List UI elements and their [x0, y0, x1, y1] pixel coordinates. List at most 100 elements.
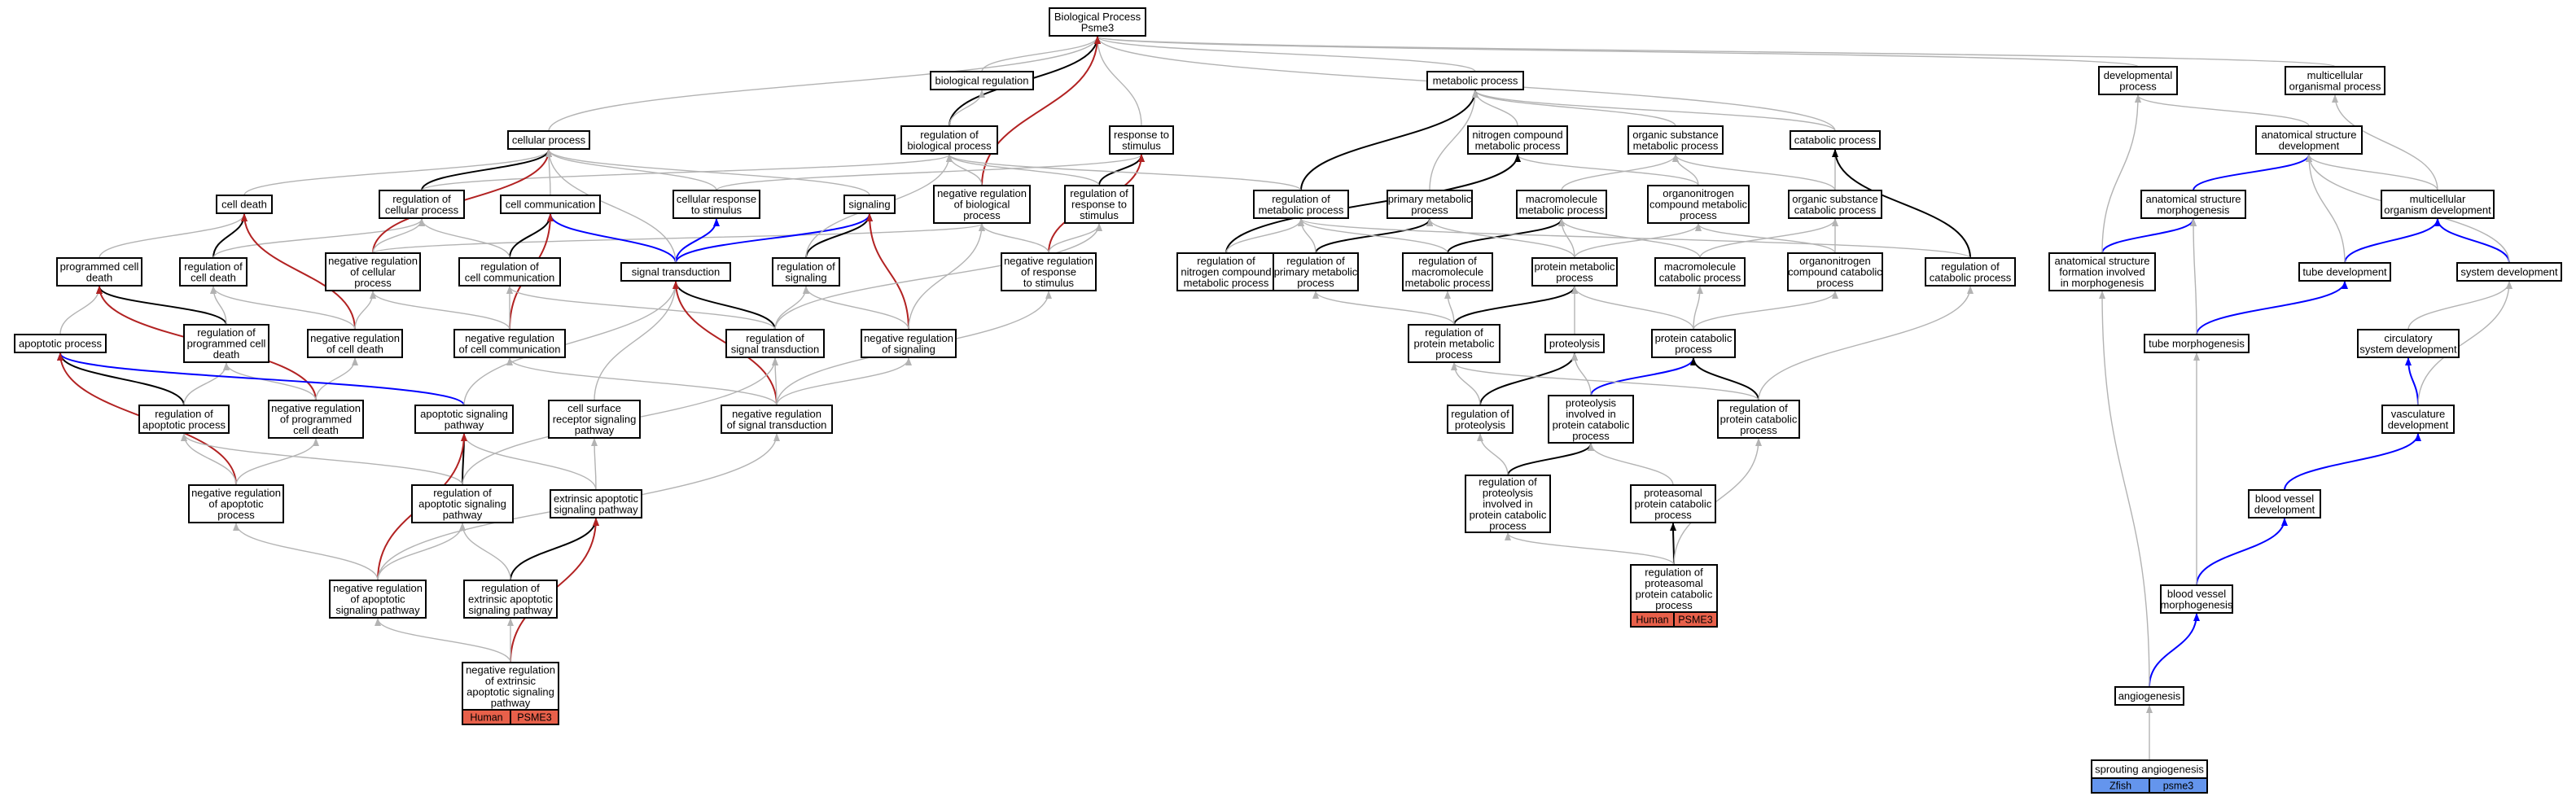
go-term-signaling[interactable]: signaling: [843, 195, 896, 214]
go-term-label-line: death: [86, 271, 113, 283]
go-term-cell-communication[interactable]: cell communication: [500, 195, 601, 214]
go-term-label-line: negative regulation: [191, 487, 281, 499]
go-term-label-line: signaling: [848, 199, 890, 211]
go-term-label-line: to stimulus: [1023, 277, 1075, 289]
edge-cell-surface-receptor-signaling-pathway-to-signal-transduction: [594, 281, 679, 401]
go-term-metabolic-process[interactable]: metabolic process: [1426, 71, 1524, 90]
edge-regulation-of-macromolecule-metabolic-process-to-regulation-of-metabolic-process: [1298, 218, 1448, 254]
go-term-angiogenesis[interactable]: angiogenesis: [2114, 686, 2184, 706]
go-term-label-line: apoptotic process: [19, 338, 102, 350]
tag-label: Zfish: [2109, 781, 2131, 792]
go-term-cellular-process[interactable]: cellular process: [507, 130, 590, 150]
tag-label: PSME3: [1678, 615, 1712, 626]
go-term-proteolysis[interactable]: proteolysis: [1544, 334, 1605, 353]
go-term-label-line: programmed cell: [60, 260, 139, 273]
go-term-box: [1544, 334, 1605, 353]
go-term-label-line: formation involved: [2059, 266, 2145, 278]
go-term-tube-development[interactable]: tube development: [2298, 262, 2391, 282]
go-term-cell-death[interactable]: cell death: [216, 195, 273, 214]
go-term-label-line: compound metabolic: [1649, 199, 1747, 211]
go-term-box: [1628, 125, 1724, 155]
edge-regulation-of-primary-metabolic-process-to-regulation-of-metabolic-process: [1298, 218, 1316, 254]
edge-negative-regulation-of-signaling-to-negative-regulation-of-biological-process: [908, 223, 985, 330]
go-term-catabolic-process[interactable]: catabolic process: [1790, 130, 1881, 150]
go-term-system-development[interactable]: system development: [2456, 262, 2562, 282]
go-term-apoptotic-process[interactable]: apoptotic process: [14, 334, 107, 353]
go-term-signal-transduction[interactable]: signal transduction: [620, 262, 731, 282]
go-term-label-line: protein catabolic: [1553, 418, 1630, 431]
go-term-box: [1717, 400, 1800, 439]
edge-system-development-to-multicellular-organism-development: [2434, 218, 2510, 264]
edge-tube-development-to-anatomical-structure-development: [2306, 154, 2346, 264]
edge-regulation-of-cellular-process-to-cellular-process: [421, 149, 552, 191]
go-term-label-line: apoptotic signaling: [467, 685, 554, 698]
go-term-tube-morphogenesis[interactable]: tube morphogenesis: [2144, 334, 2250, 353]
go-term-label-line: primary metabolic: [1388, 193, 1472, 205]
go-term-biological-regulation[interactable]: biological regulation: [930, 71, 1034, 90]
go-term-box: [1465, 475, 1551, 533]
